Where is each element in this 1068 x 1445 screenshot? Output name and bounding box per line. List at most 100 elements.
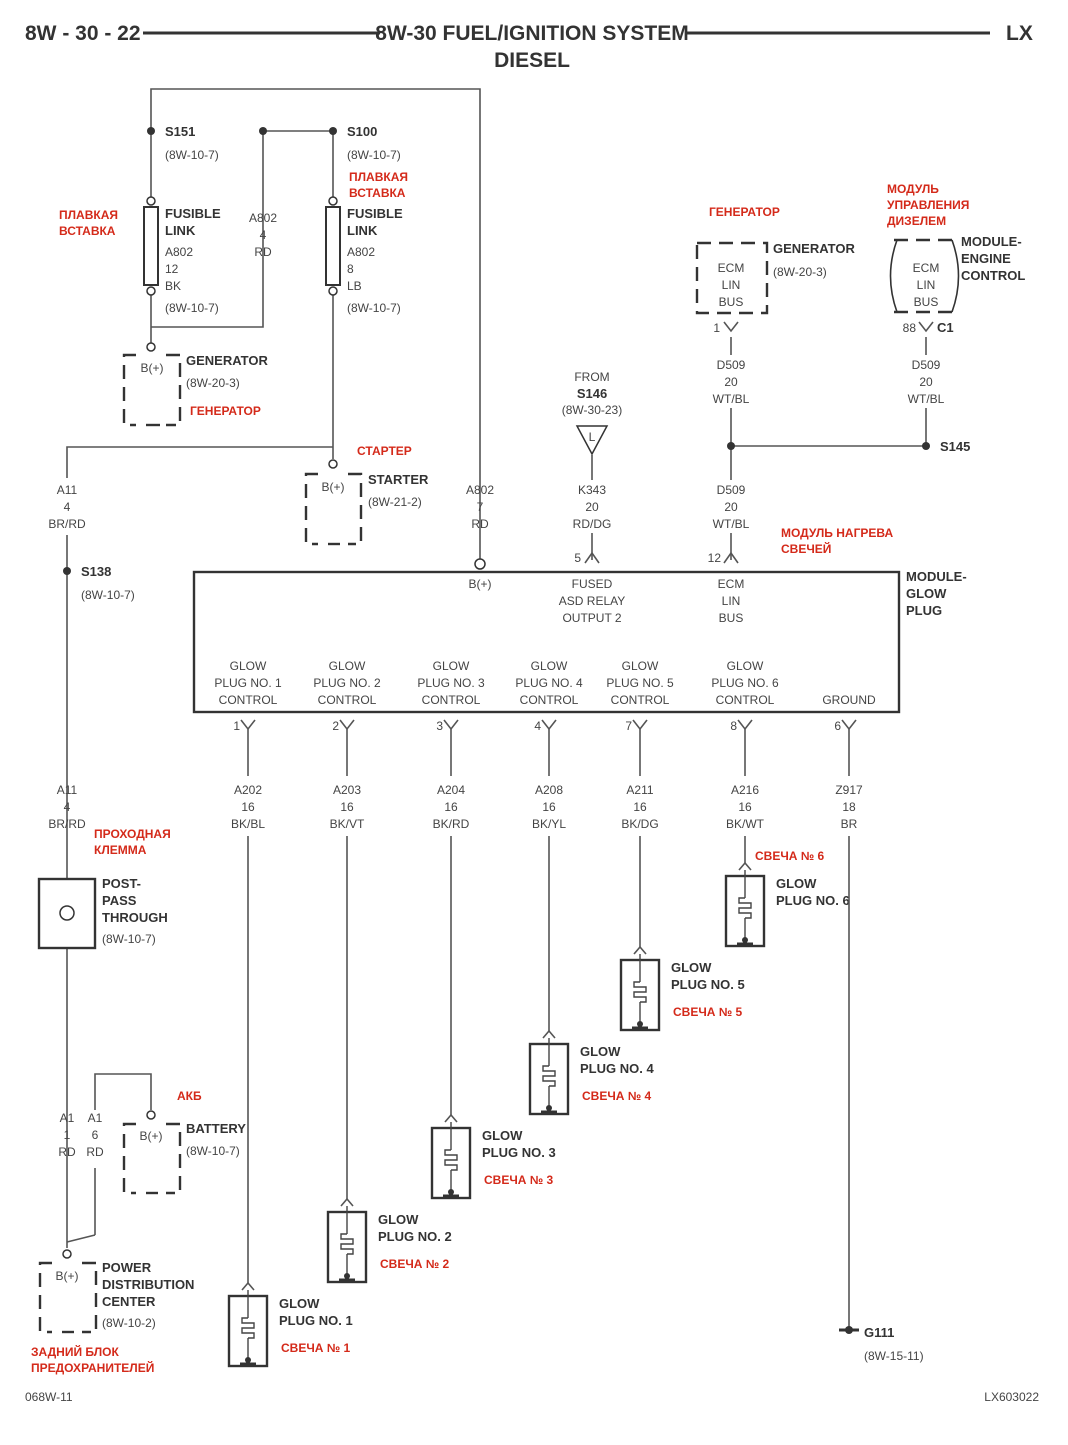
svg-text:RD: RD (86, 1145, 104, 1159)
ru-label: УПРАВЛЕНИЯ (887, 198, 969, 212)
svg-text:20: 20 (919, 375, 933, 389)
pin-marker (240, 719, 256, 731)
svg-text:20: 20 (724, 375, 738, 389)
glow-control-label: CONTROL (219, 693, 278, 707)
svg-text:K343: K343 (578, 483, 606, 497)
svg-text:FROM: FROM (574, 370, 609, 384)
wire-circuit: A204 (437, 783, 465, 797)
page-number: 8W - 30 - 22 (25, 22, 141, 45)
glow-control-label: PLUG NO. 4 (515, 676, 583, 690)
svg-text:B(+): B(+) (55, 1269, 78, 1283)
wire-a802-7-label: A802 7 RD (466, 483, 494, 531)
glow-plug-name: PLUG NO. 4 (580, 1061, 654, 1076)
glow-plug-name: GLOW (482, 1128, 523, 1143)
pin-label: 8 (730, 719, 737, 733)
pin-label: 6 (834, 719, 841, 733)
svg-text:(8W-10-7): (8W-10-7) (165, 301, 219, 315)
ground-output: GROUND 6 Z917 18 BR (822, 693, 876, 1334)
svg-text:12: 12 (165, 262, 179, 276)
pin-marker (737, 719, 753, 731)
glow-control-label: CONTROL (716, 693, 775, 707)
svg-text:D509: D509 (912, 358, 941, 372)
svg-text:GENERATOR: GENERATOR (186, 353, 268, 368)
svg-text:S146: S146 (577, 386, 607, 401)
svg-text:B(+): B(+) (468, 577, 491, 591)
svg-text:BUS: BUS (719, 611, 744, 625)
glow-plug-name: PLUG NO. 6 (776, 893, 850, 908)
svg-text:WT/BL: WT/BL (908, 392, 945, 406)
svg-text:BUS: BUS (914, 295, 939, 309)
wire-gauge: 16 (738, 800, 752, 814)
pin-label: 4 (534, 719, 541, 733)
wire-a11-upper-label: A11 4 BR/RD (48, 483, 86, 531)
ru-label: ГЕНЕРАТОР (709, 205, 780, 219)
svg-text:ENGINE: ENGINE (961, 251, 1011, 266)
pin-marker (633, 945, 647, 955)
svg-text:RD: RD (254, 245, 272, 259)
svg-text:B(+): B(+) (139, 1129, 162, 1143)
svg-text:B(+): B(+) (321, 480, 344, 494)
splice-s100: S100 (8W-10-7) (329, 124, 401, 162)
ru-label: СВЕЧЕЙ (781, 541, 831, 556)
pin-marker (738, 861, 752, 871)
wire-d509-lower-label: D509 20 WT/BL (713, 483, 750, 531)
svg-text:BR/RD: BR/RD (48, 817, 86, 831)
svg-text:POWER: POWER (102, 1260, 152, 1275)
connector-label: C1 (937, 320, 954, 335)
svg-text:BR: BR (841, 817, 858, 831)
wire-color: BK/RD (433, 817, 470, 831)
svg-text:4: 4 (64, 800, 71, 814)
svg-text:A1: A1 (60, 1111, 75, 1125)
svg-text:BK: BK (165, 279, 181, 293)
svg-text:LINK: LINK (165, 223, 196, 238)
svg-text:B(+): B(+) (140, 361, 163, 375)
svg-text:LIN: LIN (722, 278, 741, 292)
wire-gauge: 16 (241, 800, 255, 814)
svg-text:ECM: ECM (718, 261, 745, 275)
wire-color: BK/WT (726, 817, 765, 831)
wire-circuit: A208 (535, 783, 563, 797)
glow-control-label: GLOW (433, 659, 470, 673)
svg-text:POST-: POST- (102, 876, 141, 891)
svg-text:THROUGH: THROUGH (102, 910, 168, 925)
svg-text:FUSED: FUSED (572, 577, 613, 591)
svg-text:PLUG: PLUG (906, 603, 942, 618)
svg-text:BUS: BUS (719, 295, 744, 309)
svg-text:(8W-21-2): (8W-21-2) (368, 495, 422, 509)
glow-control-label: CONTROL (422, 693, 481, 707)
page-subtitle: DIESEL (494, 49, 570, 72)
svg-text:LIN: LIN (917, 278, 936, 292)
wire-d509-upper-label: D509 20 WT/BL (713, 358, 750, 406)
generator-left: B(+) GENERATOR (8W-20-3) ГЕНЕРАТОР (122, 342, 268, 427)
svg-text:(8W-30-23): (8W-30-23) (562, 403, 622, 417)
pin-label: 7 (625, 719, 632, 733)
splice-s138-label: S138 (81, 564, 111, 579)
glow-plug-name: PLUG NO. 3 (482, 1145, 556, 1160)
page-title: 8W-30 FUEL/IGNITION SYSTEM (375, 22, 688, 45)
ru-label: ЗАДНИЙ БЛОК (31, 1344, 120, 1359)
glow-plug-name: PLUG NO. 1 (279, 1313, 353, 1328)
svg-text:A802: A802 (347, 245, 375, 259)
pin-marker (340, 1197, 354, 1207)
splice-s100-ref: (8W-10-7) (347, 148, 401, 162)
pin-marker (444, 1113, 458, 1123)
svg-text:FUSIBLE: FUSIBLE (347, 206, 403, 221)
svg-text:MODULE-: MODULE- (906, 569, 967, 584)
svg-text:1: 1 (64, 1128, 71, 1142)
svg-text:PASS: PASS (102, 893, 137, 908)
svg-text:(8W-10-7): (8W-10-7) (102, 932, 156, 946)
wire-color: BK/VT (330, 817, 365, 831)
svg-text:CENTER: CENTER (102, 1294, 156, 1309)
svg-text:(8W-20-3): (8W-20-3) (773, 265, 827, 279)
ru-label: МОДУЛЬ (887, 182, 939, 196)
fusible-link-left: FUSIBLE LINK A802 12 BK (8W-10-7) ПЛАВКА… (59, 196, 221, 315)
splice-s100-label: S100 (347, 124, 377, 139)
wire-network (66, 88, 927, 1248)
wire-a1-labels: A1 1 RD A1 6 RD (58, 1111, 104, 1159)
from-s146: FROM S146 (8W-30-23) L (562, 370, 622, 456)
svg-text:A802: A802 (165, 245, 193, 259)
glow-control-label: PLUG NO. 2 (313, 676, 381, 690)
